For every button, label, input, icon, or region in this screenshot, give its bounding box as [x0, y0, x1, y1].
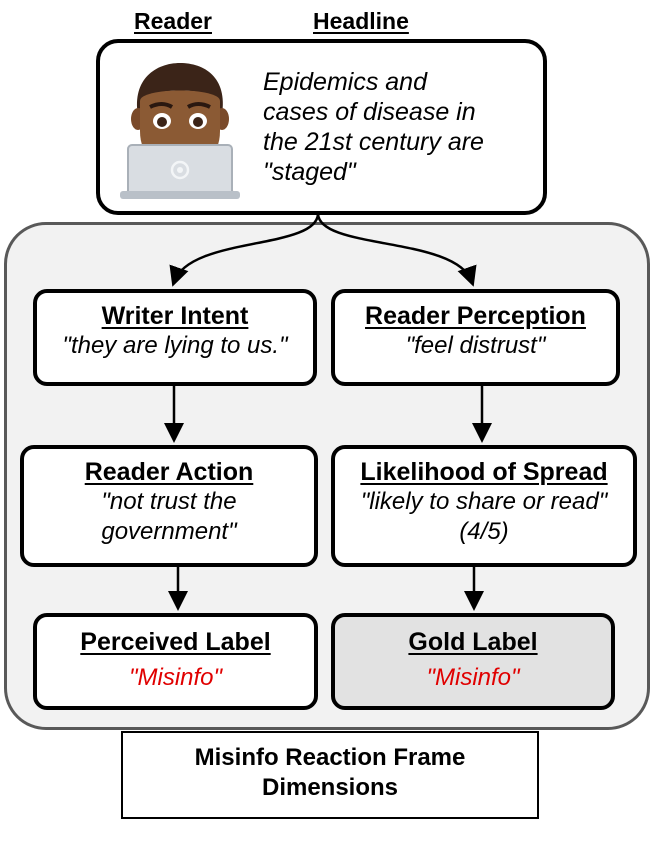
frame-caption: Misinfo Reaction Frame Dimensions: [121, 731, 539, 819]
frame-caption-line: Dimensions: [261, 774, 399, 801]
person-with-laptop-icon: [120, 63, 240, 199]
reader-column-header: Reader: [134, 8, 212, 34]
reader-action-box: Reader Action "not trust the government": [20, 445, 318, 567]
reader-action-title: Reader Action: [84, 458, 254, 486]
arrow-headline-to-writer-intent: [169, 213, 320, 287]
headline-line: Epidemics and: [263, 68, 427, 96]
arrow-headline-to-reader-perception: [316, 213, 477, 287]
likelihood-of-spread-text-line: "likely to share or read": [360, 488, 608, 515]
headline-line: "staged": [263, 158, 356, 186]
reader-action-text-line: government": [101, 518, 237, 545]
gold-label-box: Gold Label "Misinfo": [331, 613, 615, 710]
headline-text: Epidemics and cases of disease in the 21…: [263, 67, 538, 187]
frame-caption-line: Misinfo Reaction Frame: [194, 744, 466, 771]
reader-perception-box: Reader Perception "feel distrust": [331, 289, 620, 386]
reader-action-text-line: "not trust the: [101, 488, 237, 515]
headline-box: Epidemics and cases of disease in the 21…: [96, 39, 547, 215]
likelihood-of-spread-title: Likelihood of Spread: [360, 458, 608, 486]
writer-intent-text: "they are lying to us.": [62, 332, 288, 359]
headline-line: the 21st century are: [263, 128, 484, 156]
writer-intent-title: Writer Intent: [101, 302, 249, 330]
likelihood-of-spread-score: (4/5): [459, 518, 509, 545]
headline-column-header: Headline: [313, 8, 409, 34]
reader-perception-text: "feel distrust": [405, 332, 546, 359]
perceived-label-title: Perceived Label: [80, 628, 271, 656]
gold-label-title: Gold Label: [408, 628, 538, 656]
gold-label-value: "Misinfo": [426, 664, 520, 691]
perceived-label-box: Perceived Label "Misinfo": [33, 613, 318, 710]
reader-perception-title: Reader Perception: [365, 302, 586, 330]
writer-intent-box: Writer Intent "they are lying to us.": [33, 289, 317, 386]
perceived-label-value: "Misinfo": [128, 664, 223, 691]
headline-line: cases of disease in: [263, 98, 476, 126]
likelihood-of-spread-box: Likelihood of Spread "likely to share or…: [331, 445, 637, 567]
